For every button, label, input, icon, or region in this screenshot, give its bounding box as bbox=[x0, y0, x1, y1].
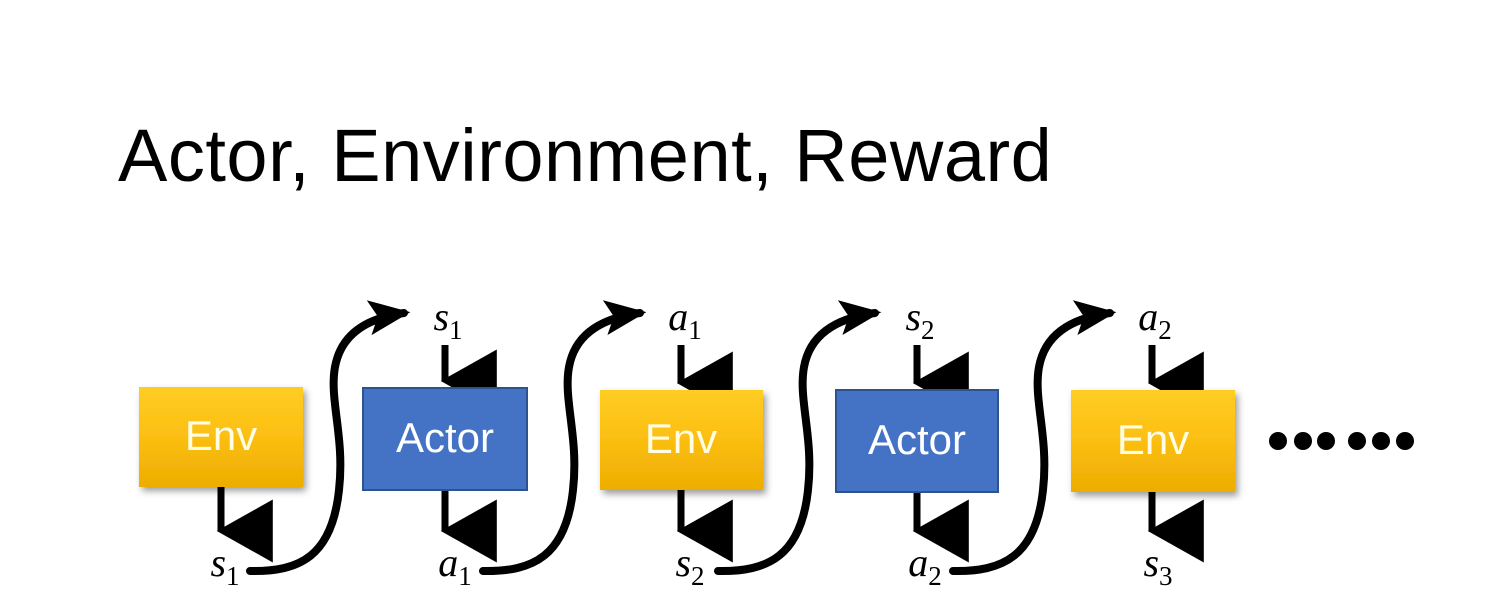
node-env3[interactable]: Env bbox=[1071, 390, 1235, 492]
env-box-shape bbox=[139, 387, 303, 487]
curve-s1-to-actor1 bbox=[246, 300, 411, 576]
ellipsis-dot bbox=[1317, 432, 1335, 450]
curve-s2-to-actor2 bbox=[714, 300, 882, 576]
feedback-curves bbox=[246, 300, 1117, 576]
label-a1-bottom: a1 bbox=[438, 540, 472, 591]
curve-a1-to-env2 bbox=[479, 300, 647, 576]
node-label-actor1: Actor bbox=[396, 414, 494, 461]
node-env2[interactable]: Env bbox=[600, 390, 763, 490]
label-a2-top: a2 bbox=[1138, 294, 1172, 345]
ellipsis-dot bbox=[1348, 432, 1366, 450]
ellipsis-dot bbox=[1269, 432, 1287, 450]
node-label-actor2: Actor bbox=[868, 416, 966, 463]
env-box-shape bbox=[1071, 390, 1235, 492]
label-s2-top: s2 bbox=[905, 294, 934, 345]
label-a1-top: a1 bbox=[668, 294, 702, 345]
label-s3-bottom: s3 bbox=[1143, 540, 1172, 591]
label-s1-top: s1 bbox=[433, 294, 462, 345]
page-title: Actor, Environment, Reward bbox=[118, 114, 1053, 197]
ellipsis-dot bbox=[1372, 432, 1390, 450]
env-box-shape bbox=[600, 390, 763, 490]
actor-box-shape bbox=[835, 389, 999, 493]
vertical-arrows bbox=[216, 345, 1204, 563]
actor-box-shape bbox=[362, 387, 528, 491]
label-s2-bottom: s2 bbox=[675, 540, 704, 591]
bottom-labels: s1 a1 s2 a2 s3 bbox=[210, 540, 1172, 591]
node-label-env2: Env bbox=[645, 415, 717, 462]
node-actor2[interactable]: Actor bbox=[835, 389, 999, 493]
ellipsis-dot bbox=[1294, 432, 1312, 450]
label-s1-bottom: s1 bbox=[210, 540, 239, 591]
ellipsis-dot bbox=[1396, 432, 1414, 450]
ellipsis-indicator bbox=[1269, 432, 1414, 450]
label-a2-bottom: a2 bbox=[908, 540, 942, 591]
node-label-env1: Env bbox=[185, 412, 257, 459]
curve-a2-to-env3 bbox=[949, 300, 1117, 576]
node-label-env3: Env bbox=[1117, 416, 1189, 463]
top-labels: s1 a1 s2 a2 bbox=[433, 294, 1171, 345]
node-env1[interactable]: Env bbox=[139, 387, 303, 487]
node-actor1[interactable]: Actor bbox=[362, 387, 528, 491]
